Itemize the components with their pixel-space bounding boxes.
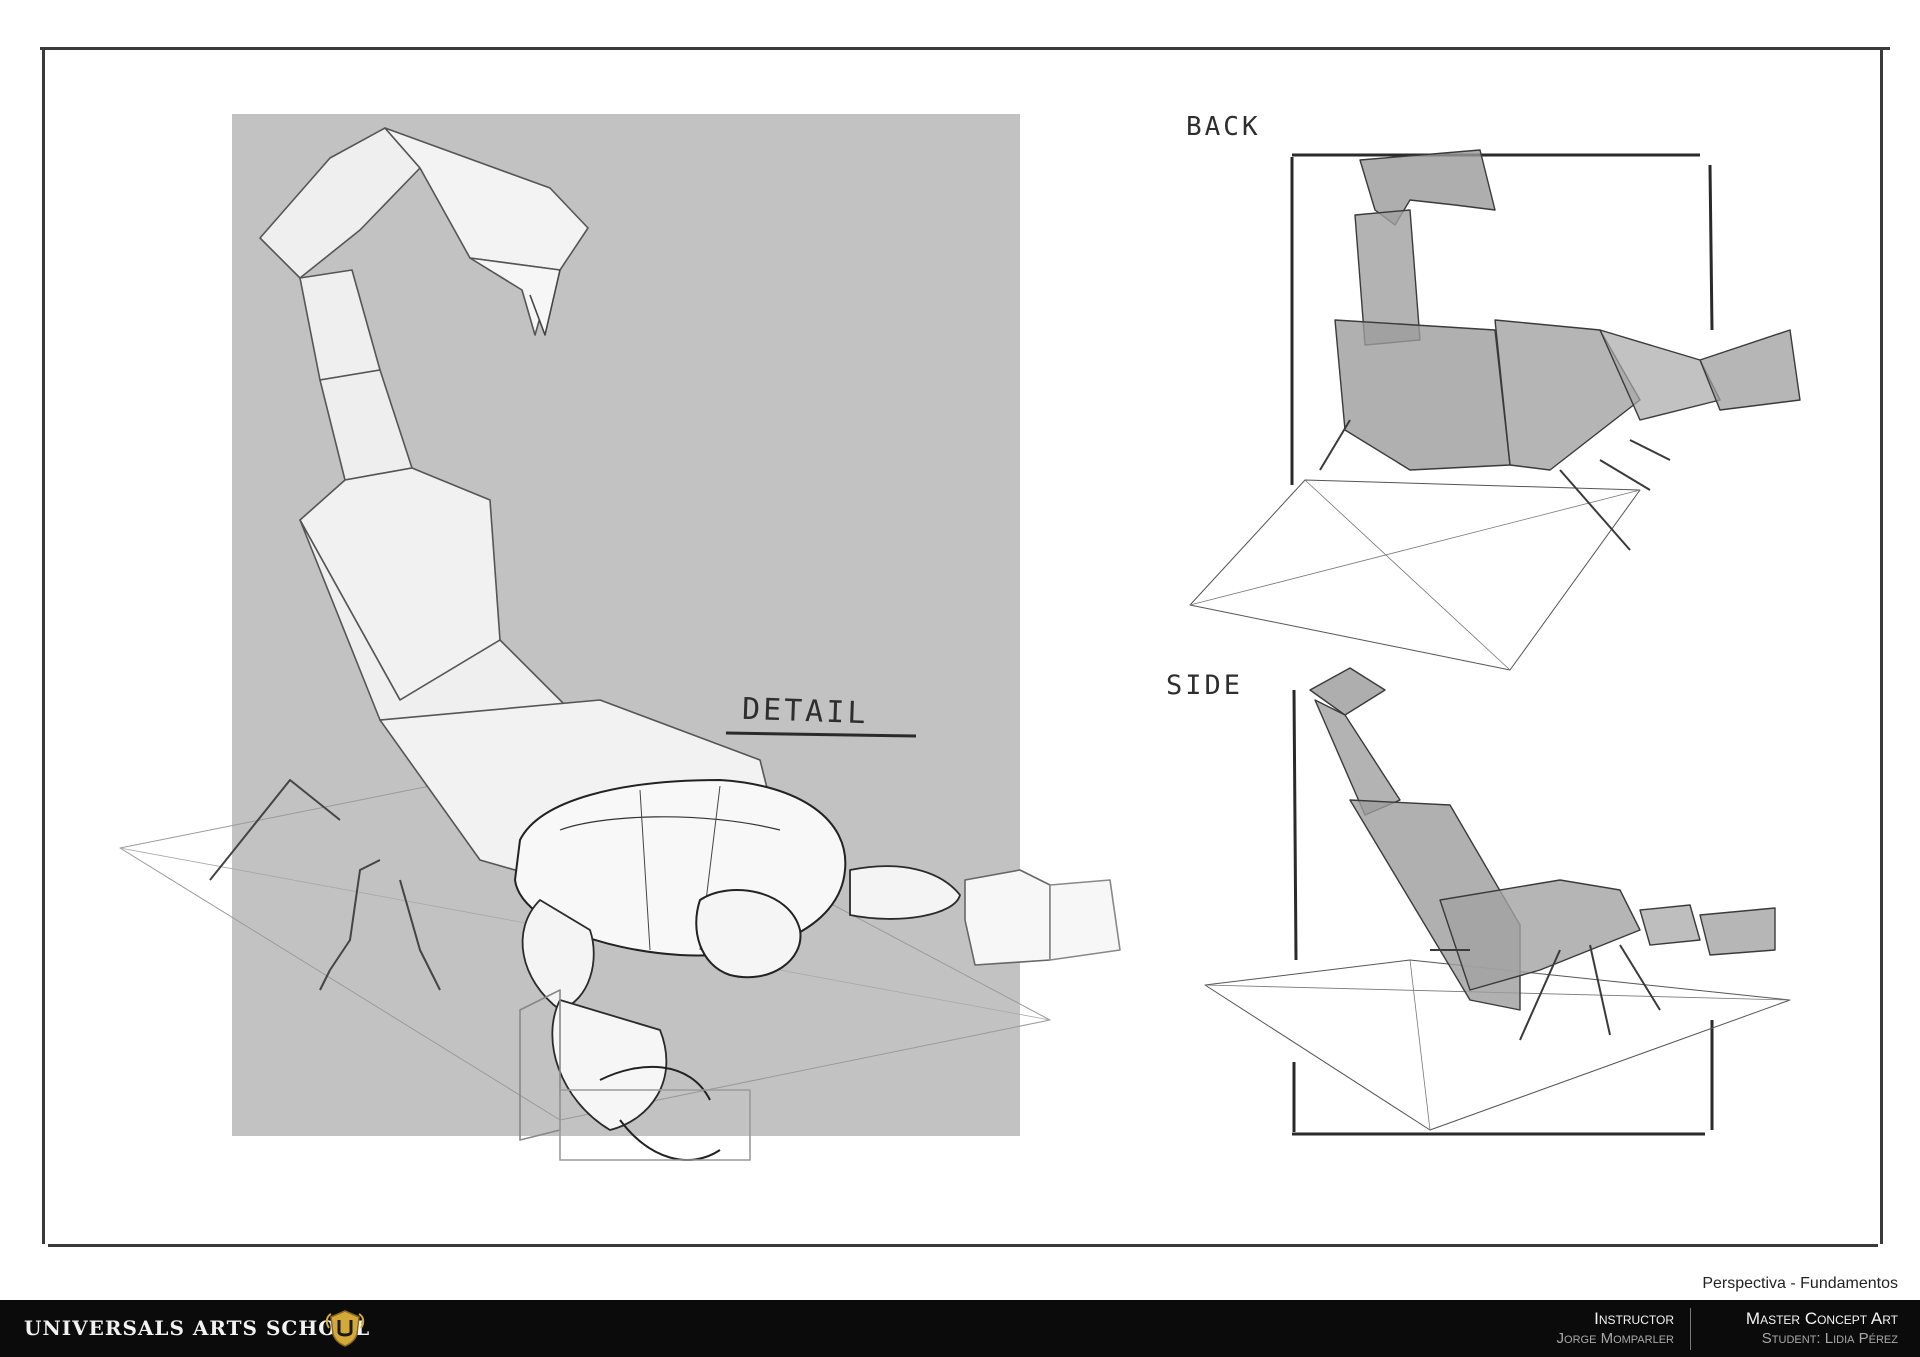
back-view-drawing <box>1189 149 1801 671</box>
school-name: UNIVERSALS ARTS SCHOOL <box>24 1316 371 1340</box>
credit-divider <box>1690 1308 1691 1350</box>
instructor-credit: Instructor Jorge Momparler <box>1557 1308 1674 1349</box>
detail-underline <box>725 731 917 738</box>
detail-scorpion-drawing <box>119 127 1121 1161</box>
frame-bottom-line <box>48 1244 1878 1247</box>
back-view-label: BACK <box>1186 112 1261 142</box>
side-view-label: SIDE <box>1166 670 1244 701</box>
instructor-title: Instructor <box>1594 1309 1674 1328</box>
course-title: Master Concept Art <box>1745 1309 1898 1328</box>
course-credit: Master Concept Art Student: Lidia Pérez <box>1746 1308 1898 1349</box>
frame-right-line <box>1880 48 1883 1244</box>
scorpion-sketches <box>119 127 1801 1161</box>
side-view-drawing <box>1204 667 1791 1136</box>
student-name: Student: Lidia Pérez <box>1761 1330 1898 1347</box>
subject-caption: Perspectiva - Fundamentos <box>1702 1275 1898 1292</box>
shield-logo-icon <box>325 1310 365 1347</box>
detail-label: DETAIL <box>741 691 869 732</box>
instructor-name: Jorge Momparler <box>1556 1330 1674 1347</box>
frame-top-line <box>40 47 1890 50</box>
footer-bar: UNIVERSALS ARTS SCHOOL Instructor Jorge … <box>0 1300 1920 1357</box>
frame-left-line <box>42 48 45 1244</box>
